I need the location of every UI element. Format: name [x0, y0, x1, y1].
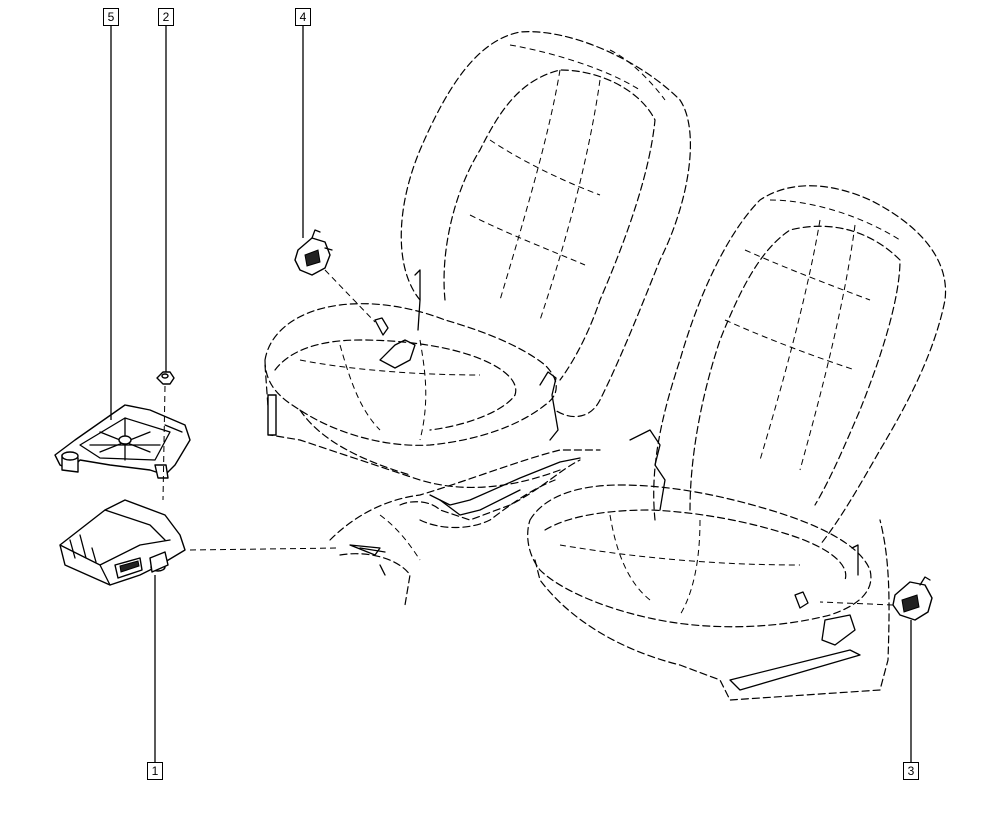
- passenger-seat-sensor-part: [794, 576, 933, 621]
- mounting-nut-part: [156, 371, 175, 501]
- floor-tunnel: [329, 449, 601, 606]
- callout-2: 2: [158, 8, 174, 26]
- callout-5: 5: [103, 8, 119, 26]
- right-seat: [527, 185, 947, 701]
- airbag-ecu-part: [59, 499, 341, 586]
- ecu-bracket-part: [54, 404, 191, 479]
- driver-seat-sensor-part: [294, 229, 389, 336]
- callout-4: 4: [295, 8, 311, 26]
- callout-1: 1: [147, 762, 163, 780]
- left-seat: [264, 31, 692, 488]
- callout-3: 3: [903, 762, 919, 780]
